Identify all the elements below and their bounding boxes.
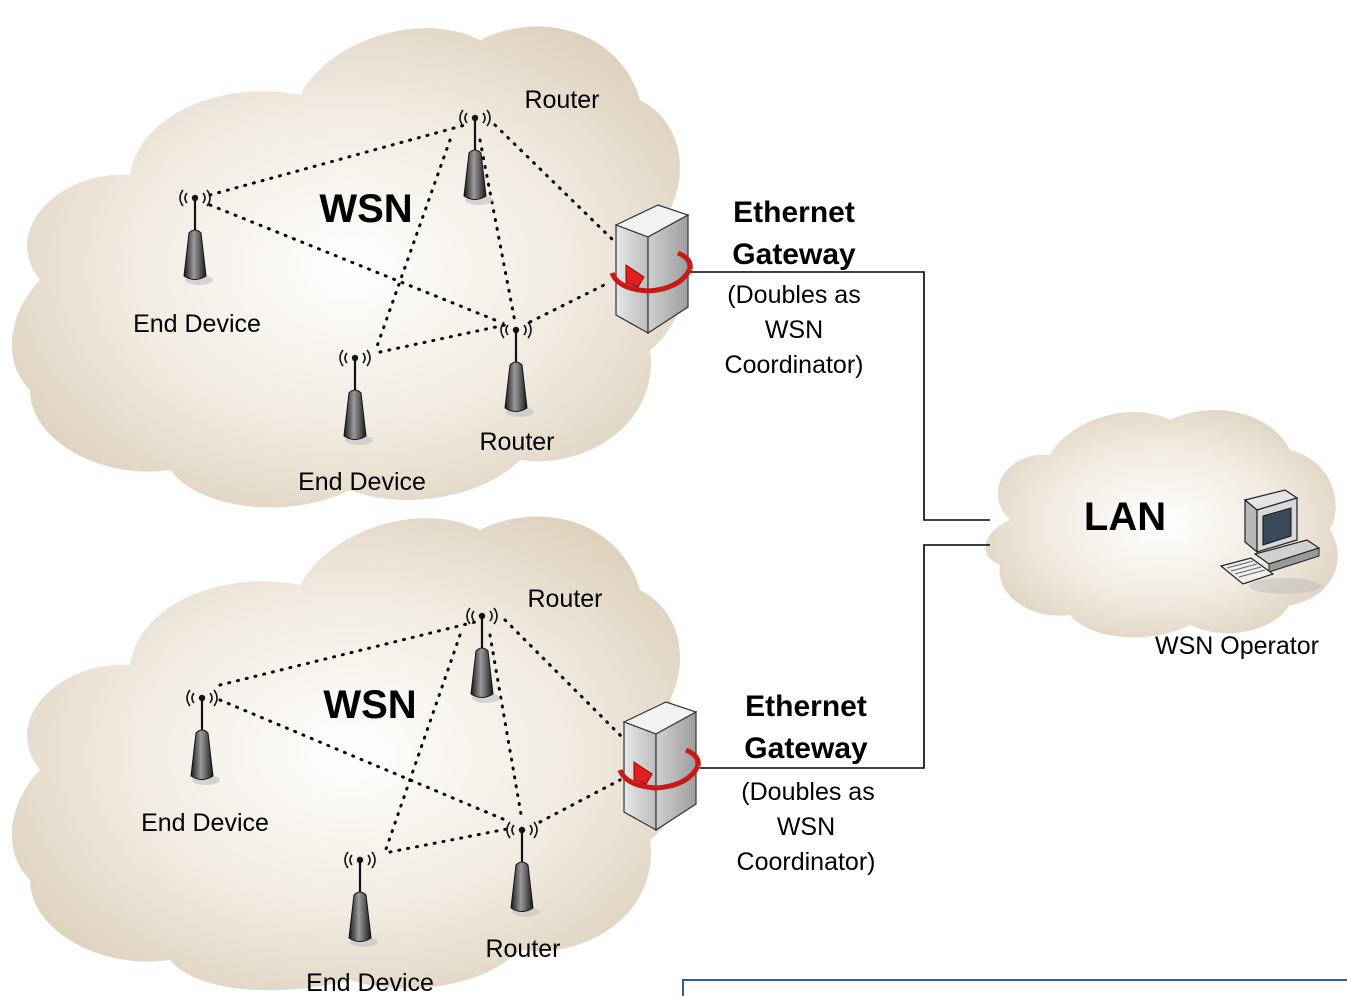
end-device-label: End Device [298, 468, 426, 496]
router-label: Router [485, 935, 560, 963]
end-device-label: End Device [133, 310, 261, 338]
router-label: Router [524, 86, 599, 114]
gateway-note: Coordinator) [737, 848, 876, 876]
gateway-note: WSN [777, 813, 835, 841]
gateway-note: WSN [765, 316, 823, 344]
gateway-title: Gateway [732, 238, 856, 271]
end-device-label: End Device [141, 809, 269, 837]
gateway-server-icon [620, 702, 698, 830]
wsn-operator-label: WSN Operator [1155, 632, 1319, 660]
wsn-label: WSN [323, 683, 416, 727]
frame-border [682, 979, 1347, 996]
ethernet-links [690, 271, 990, 769]
gateway-note: (Doubles as [727, 281, 860, 309]
gateway-note: (Doubles as [741, 778, 874, 806]
router-label: Router [527, 585, 602, 613]
router-label: Router [479, 428, 554, 456]
end-device-label: End Device [306, 969, 434, 996]
gateway-title: Ethernet [745, 690, 867, 723]
gateway-server-icon [612, 205, 690, 333]
gateway-note: Coordinator) [725, 351, 864, 379]
lan-label: LAN [1084, 495, 1166, 539]
wsn-label: WSN [319, 187, 412, 231]
gateway-title: Gateway [744, 732, 868, 765]
gateway-title: Ethernet [733, 196, 855, 229]
wsn-links-1 [208, 123, 617, 354]
wsn-links-2 [218, 618, 627, 854]
